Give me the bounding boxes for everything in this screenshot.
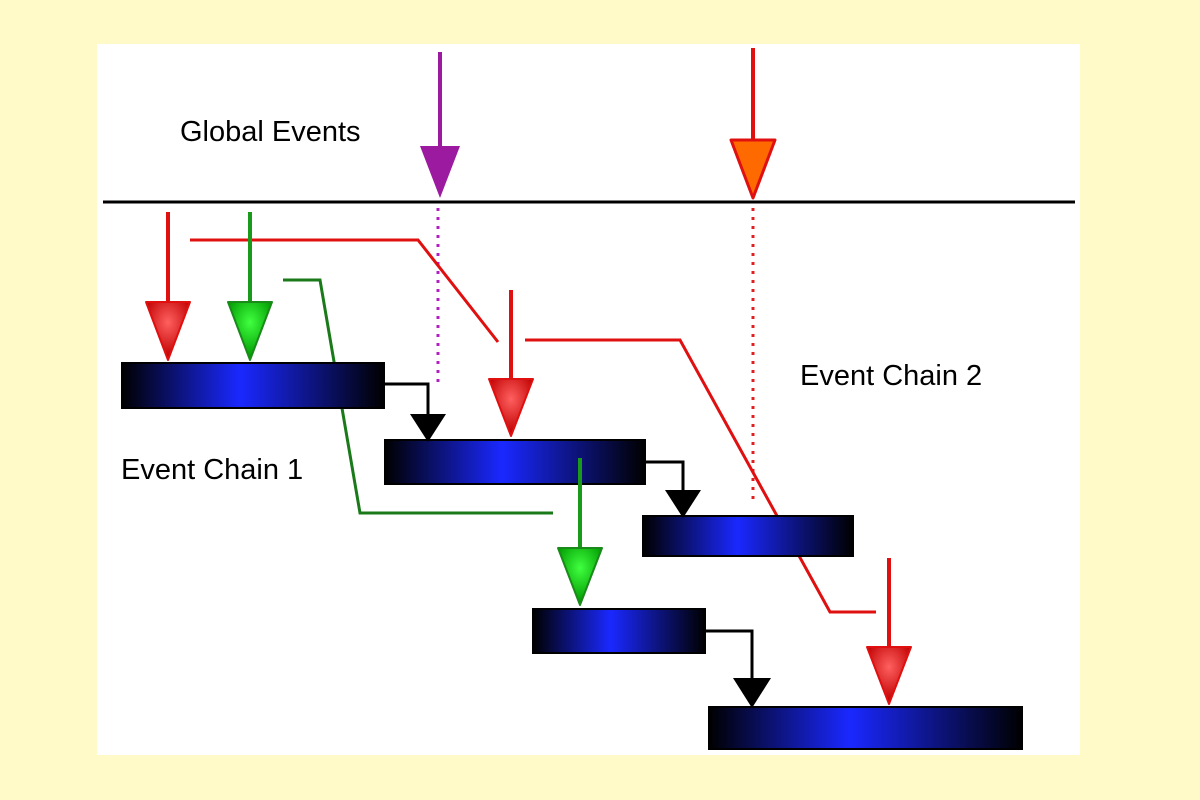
- task-bar-2: [384, 439, 646, 485]
- dependency-arrow-1-2: [384, 382, 446, 442]
- chain-2-event-arrow-3: [866, 558, 912, 705]
- event-chain-1-label: Event Chain 1: [121, 454, 304, 486]
- chain-2-event-arrow-2: [488, 290, 534, 437]
- task-bar-5: [708, 706, 1023, 750]
- task-bar-1: [121, 362, 385, 409]
- event-chain-2-path-b: [525, 338, 876, 614]
- dependency-arrow-2-3: [645, 460, 701, 518]
- task-bar-4: [532, 608, 706, 654]
- event-chain-2-label: Event Chain 2: [800, 360, 983, 392]
- chain-1-event-arrow-1: [227, 212, 273, 361]
- chain-2-event-arrow-1: [145, 212, 191, 361]
- global-events-label: Global Events: [180, 116, 361, 148]
- event-chain-2-path-a: [190, 238, 500, 343]
- task-bars: [121, 362, 1023, 750]
- task-bar-3: [642, 515, 854, 557]
- chain-1-event-arrow-2: [557, 458, 603, 606]
- dependency-arrow-4-5: [705, 629, 771, 708]
- global-event-1-arrow: [420, 52, 460, 198]
- global-event-2-arrow: [729, 48, 777, 200]
